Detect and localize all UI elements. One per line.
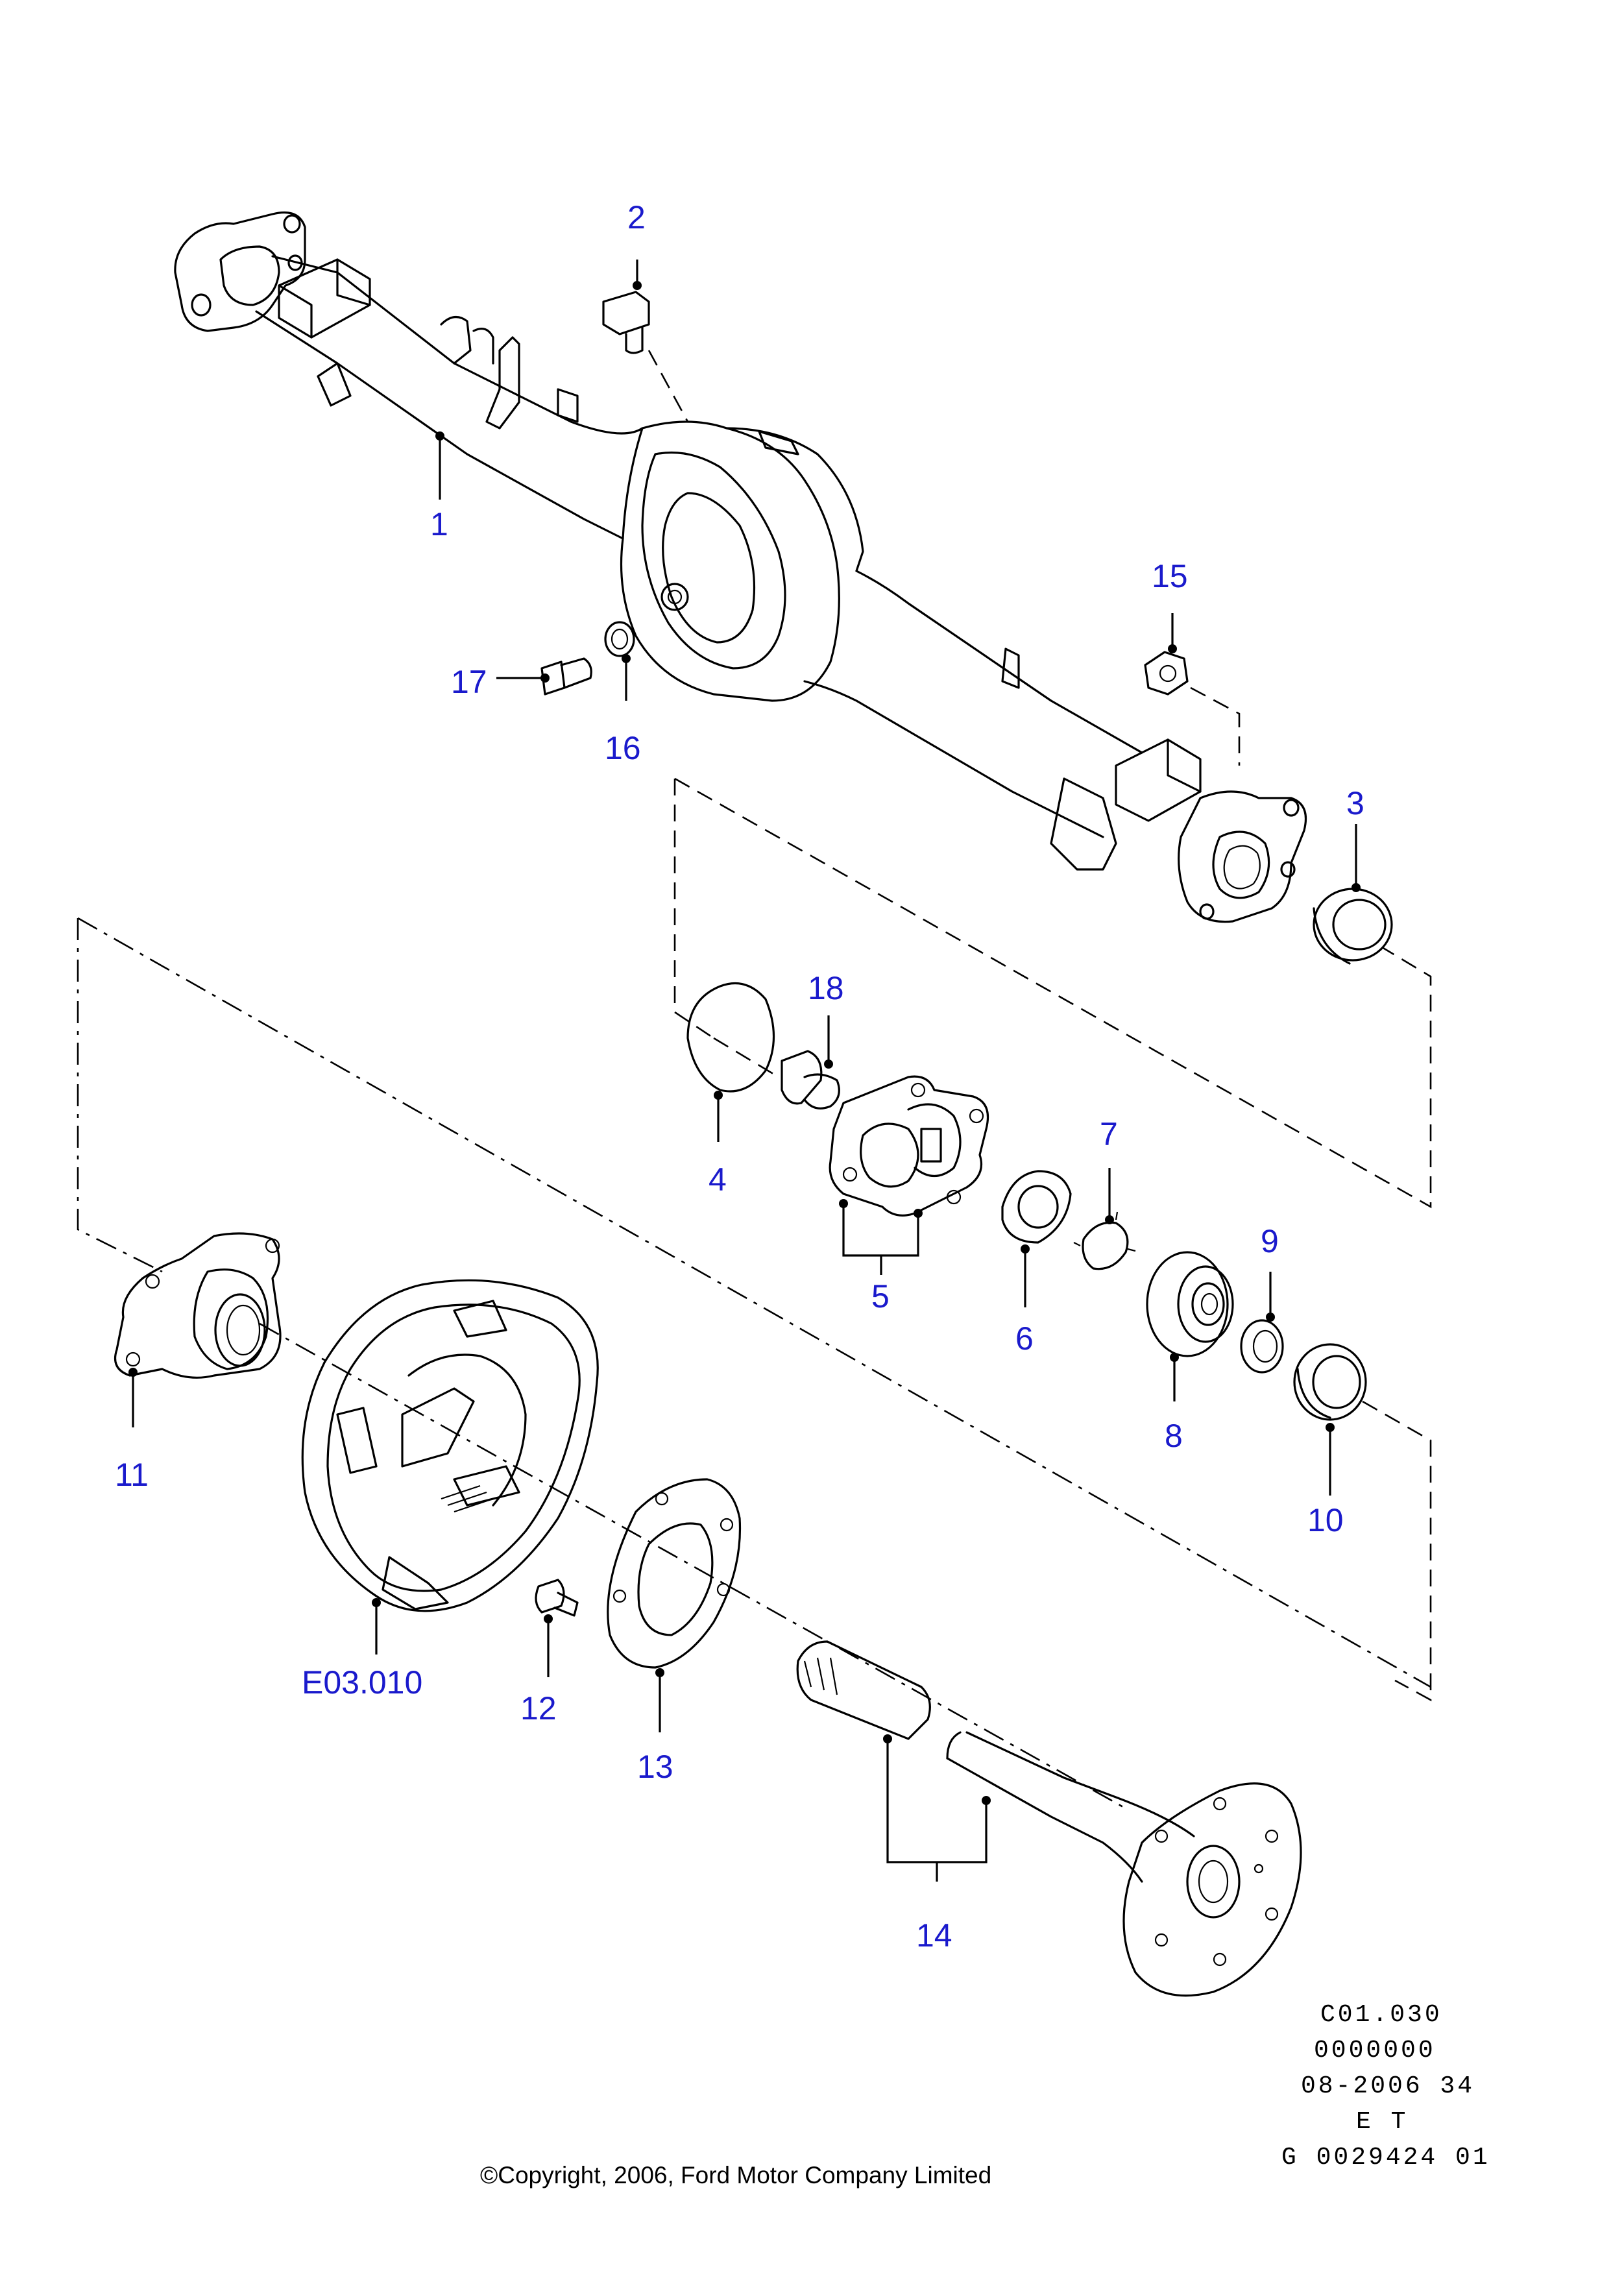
- callout-3: 3: [1346, 785, 1364, 821]
- gasket-13: [607, 1478, 742, 1669]
- drawing-code-1: C01.030: [1320, 2001, 1442, 2029]
- callout-1: 1: [430, 506, 448, 542]
- callout-11: 11: [115, 1457, 149, 1493]
- callout-5: 5: [871, 1278, 890, 1315]
- callout-16: 16: [605, 730, 641, 766]
- callout-6: 6: [1015, 1320, 1034, 1357]
- nut-15: [1144, 651, 1241, 766]
- callout-8: 8: [1165, 1418, 1183, 1454]
- drawing-code-3: 08-2006 34: [1301, 2072, 1475, 2100]
- axle-shaft-14: [796, 1640, 1302, 1997]
- drawing-code-4: E T: [1356, 2108, 1408, 2136]
- callout-2: 2: [627, 199, 646, 236]
- drawing-info: C01.030 0000000 08-2006 34 E T G 0029424…: [1281, 2001, 1490, 2172]
- callout-14: 14: [916, 1917, 952, 1954]
- callout-17: 17: [451, 664, 487, 700]
- bearing-8: [1146, 1251, 1234, 1357]
- gasket-plates-5: [829, 1075, 989, 1217]
- callout-13: 13: [637, 1749, 673, 1785]
- callout-4: 4: [709, 1161, 727, 1198]
- callout-e03-010: E03.010: [302, 1664, 422, 1701]
- drawing-code-5: G 0029424 01: [1281, 2144, 1490, 2172]
- callout-18: 18: [808, 970, 844, 1006]
- breather-valve: [602, 291, 689, 422]
- stud-18: [781, 1050, 840, 1109]
- copyright-notice: ©Copyright, 2006, Ford Motor Company Lim…: [480, 2162, 991, 2188]
- spacer-9: [1240, 1319, 1284, 1374]
- callout-labels: 1 2 3 4 5 6 7 8 9 10 11 12 13 14 15 16 1…: [115, 199, 1364, 1954]
- o-ring-4: [686, 982, 775, 1093]
- lock-washer-7: [1073, 1211, 1136, 1270]
- brake-assembly: [301, 1279, 599, 1612]
- callout-9: 9: [1261, 1223, 1279, 1259]
- bolt-12: [535, 1579, 579, 1617]
- lock-nut-6: [1001, 1170, 1072, 1244]
- axle-housing: [174, 211, 1307, 923]
- callout-15: 15: [1152, 558, 1188, 594]
- sealing-washer: [604, 621, 635, 657]
- callout-10: 10: [1307, 1502, 1344, 1538]
- oil-seal-3: [1313, 888, 1393, 965]
- drain-plug: [540, 657, 592, 696]
- hub-11: [114, 1232, 282, 1379]
- drawing-code-2: 0000000: [1314, 2037, 1436, 2065]
- callout-leaders: [128, 260, 1361, 1882]
- callout-7: 7: [1100, 1116, 1118, 1152]
- callout-12: 12: [520, 1690, 557, 1727]
- seal-10: [1293, 1343, 1367, 1421]
